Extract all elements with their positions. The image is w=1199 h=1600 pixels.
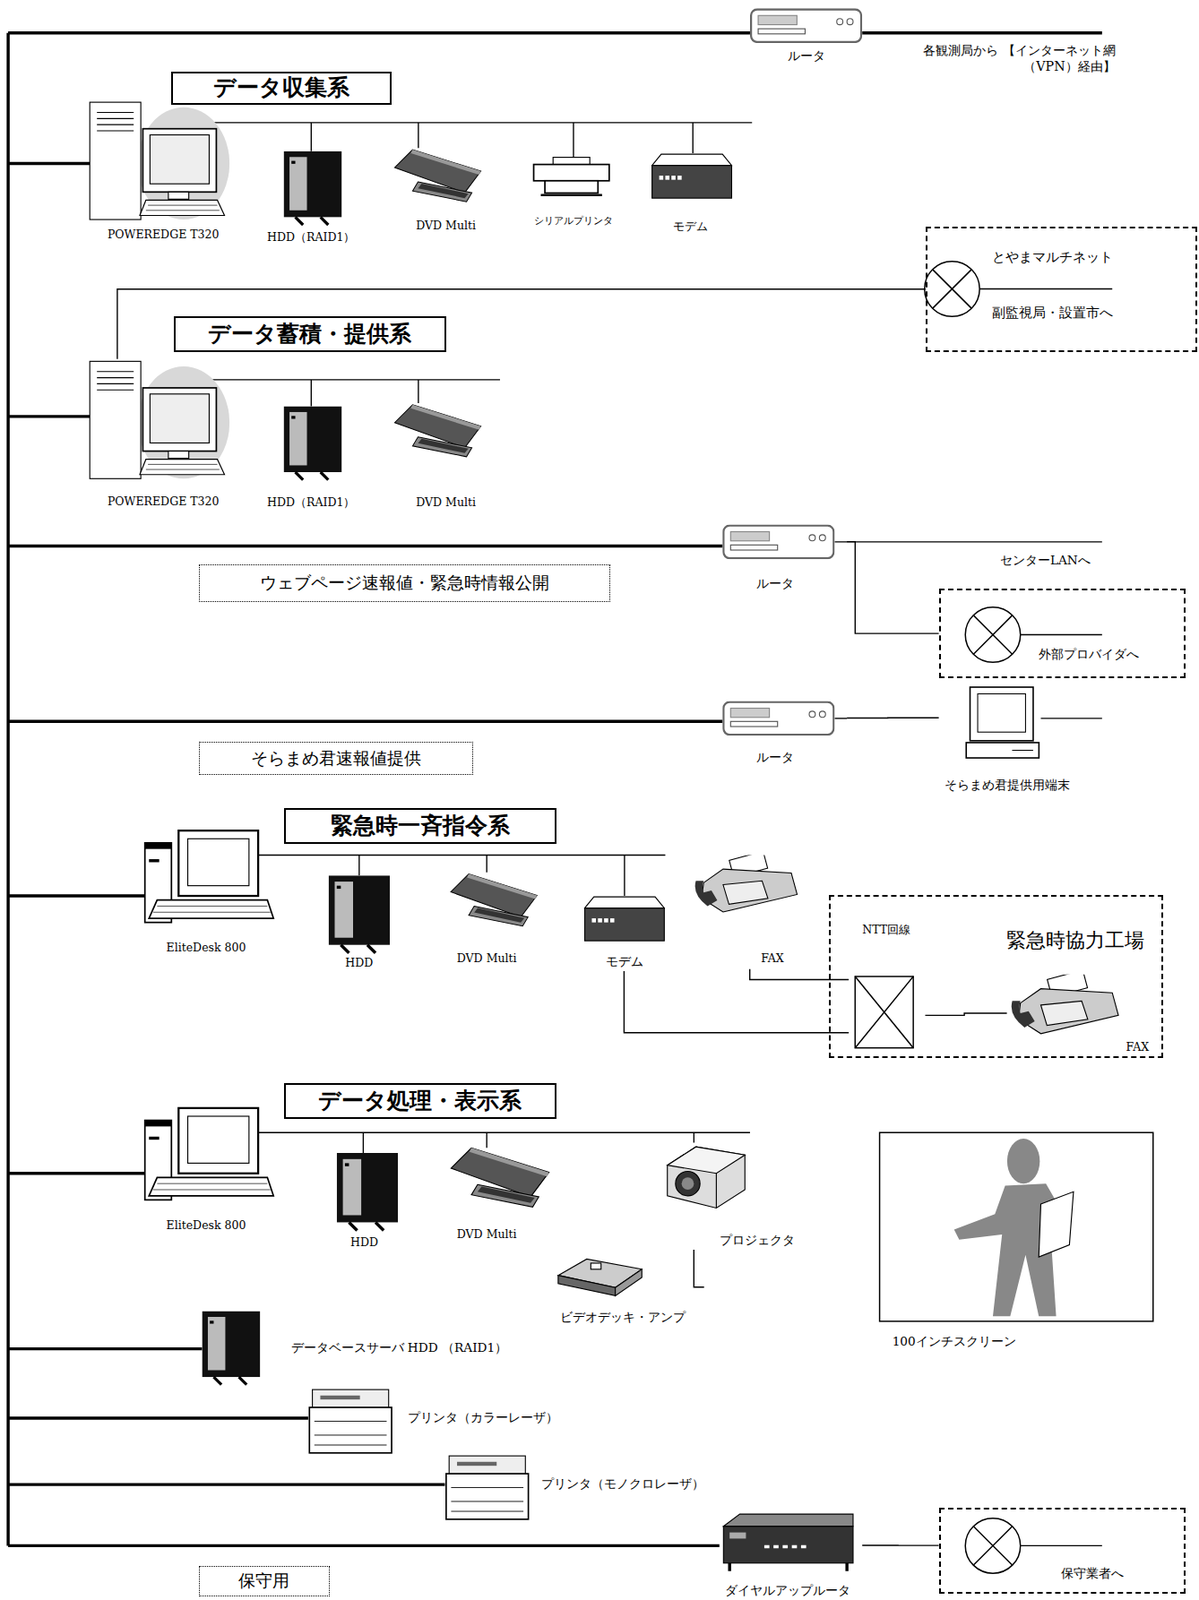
function-box: そらまめ君速報値提供 [198,741,474,777]
device-node: DVD Multi [440,1142,553,1243]
device-node: プリンタ（モノクロレーザ） [439,1449,735,1526]
node-text: EliteDesk 800 [166,940,247,955]
node-text: HDD（RAID1） [267,495,355,509]
device-node: プリンタ（カラーレーザ） [301,1382,567,1459]
annotation-label: センターLANへ [1000,552,1154,569]
node-text: ダイヤルアップルータ [724,1583,851,1598]
node-text: ルータ [756,576,794,591]
device-node: POWEREDGE T320 [81,359,260,513]
node-text: そらまめ君提供用端末 [944,777,1070,793]
device-node: HDD（RAID1） [275,403,352,511]
device-node: HDD [328,1147,406,1251]
node-text: HDD [345,956,373,970]
device-node: HDD [321,872,398,975]
device-node: ビデオデッキ・アンプ [551,1250,705,1327]
node-text: データ蓄積・提供系 [207,320,412,348]
external-region: 外部プロバイダへ [939,588,1187,679]
node-text: DVD Multi [457,951,518,966]
external-region: とやまマルチネット副監視局・設置市へ [925,226,1198,353]
external-region: 緊急時協力工場 NTT回線 FAX [828,895,1165,1059]
node-text: データベースサーバ HDD （RAID1） [291,1340,509,1355]
device-node: DVD Multi [388,142,491,237]
node-text: ルータ [756,750,794,765]
device-node: プロジェクタ [657,1138,785,1251]
function-box: 保守用 [198,1566,330,1597]
node-text: モデム [605,954,644,969]
device-node: ルータ [714,520,847,597]
device-node: POWEREDGE T320 [81,100,260,246]
node-text: 緊急時一斉指令系 [330,812,510,840]
node-text: モデム [672,219,708,233]
node-text: DVD Multi [457,1227,518,1242]
device-node: DVD Multi [440,867,544,968]
node-text: データ処理・表示系 [318,1087,522,1115]
connector-line [925,1013,1008,1016]
node-text: プリンタ（カラーレーザ） [407,1410,559,1425]
node-text: HDD（RAID1） [267,230,355,244]
node-text: 保守用 [238,1570,290,1592]
node-text: データ収集系 [213,74,350,102]
node-text: とやまマルチネット [991,249,1113,266]
node-text: POWEREDGE T320 [107,227,220,242]
node-text: 100インチスクリーン [892,1334,1017,1349]
device-node: ダイヤルアップルータ [714,1508,863,1600]
node-text: そらまめ君速報値提供 [250,748,422,769]
node-text: ビデオデッキ・アンプ [560,1310,686,1325]
connector-line [117,289,926,360]
device-node: データベースサーバ HDD （RAID1） [193,1306,531,1383]
system-title-box: データ処理・表示系 [284,1083,557,1120]
node-text: ルータ [787,48,826,63]
device-node: モデム [576,888,673,972]
node-text: 保守業者へ [1060,1566,1124,1581]
device-node: HDD（RAID1） [275,147,352,245]
device-node: シリアルプリンタ [525,153,622,233]
node-text: NTT回線 [862,922,911,937]
node-text: FAX [760,951,785,966]
node-text: 外部プロバイダへ [1038,646,1139,662]
node-text: FAX [1126,1040,1150,1054]
connector-line [846,717,940,720]
function-box: ウェブページ速報値・緊急時情報公開 [198,564,611,603]
connector-line [693,1250,704,1288]
node-text: HDD [350,1235,379,1250]
device-node: ルータ [742,5,871,70]
device-node: モデム [645,147,742,235]
device-node: 100インチスクリーン [872,1127,1159,1357]
node-text: 緊急時協力工場 [1006,929,1145,953]
connector-line [623,971,849,1034]
node-text: シリアルプリンタ [534,215,613,228]
node-text: EliteDesk 800 [166,1218,247,1233]
external-region: 保守業者へ [939,1508,1187,1595]
device-node: EliteDesk 800 [138,826,281,959]
device-node: ルータ [714,697,847,771]
node-text: DVD Multi [415,218,476,233]
node-text: ウェブページ速報値・緊急時情報公開 [259,572,550,594]
node-text: 副監視局・設置市へ [991,304,1113,321]
device-node: FAX [1007,971,1156,1057]
device-node: DVD Multi [388,399,491,510]
connector-line [862,1544,939,1546]
system-title-box: データ蓄積・提供系 [173,316,447,353]
node-text: プリンタ（モノクロレーザ） [541,1476,705,1492]
connector-line [846,542,940,635]
system-title-box: データ収集系 [171,71,392,106]
connector-line [750,969,849,981]
annotation-label: 各観測局から 【インターネット網（VPN）経由】 [882,43,1116,76]
node-text: POWEREDGE T320 [107,494,220,509]
system-title-box: 緊急時一斉指令系 [284,808,557,845]
device-node: そらまめ君提供用端末 [939,683,1078,799]
node-text: DVD Multi [415,495,476,509]
device-node: FAX [689,852,807,970]
device-node: NTT回線 [848,920,925,1053]
device-node: EliteDesk 800 [138,1104,281,1237]
node-text: プロジェクタ [719,1233,795,1248]
